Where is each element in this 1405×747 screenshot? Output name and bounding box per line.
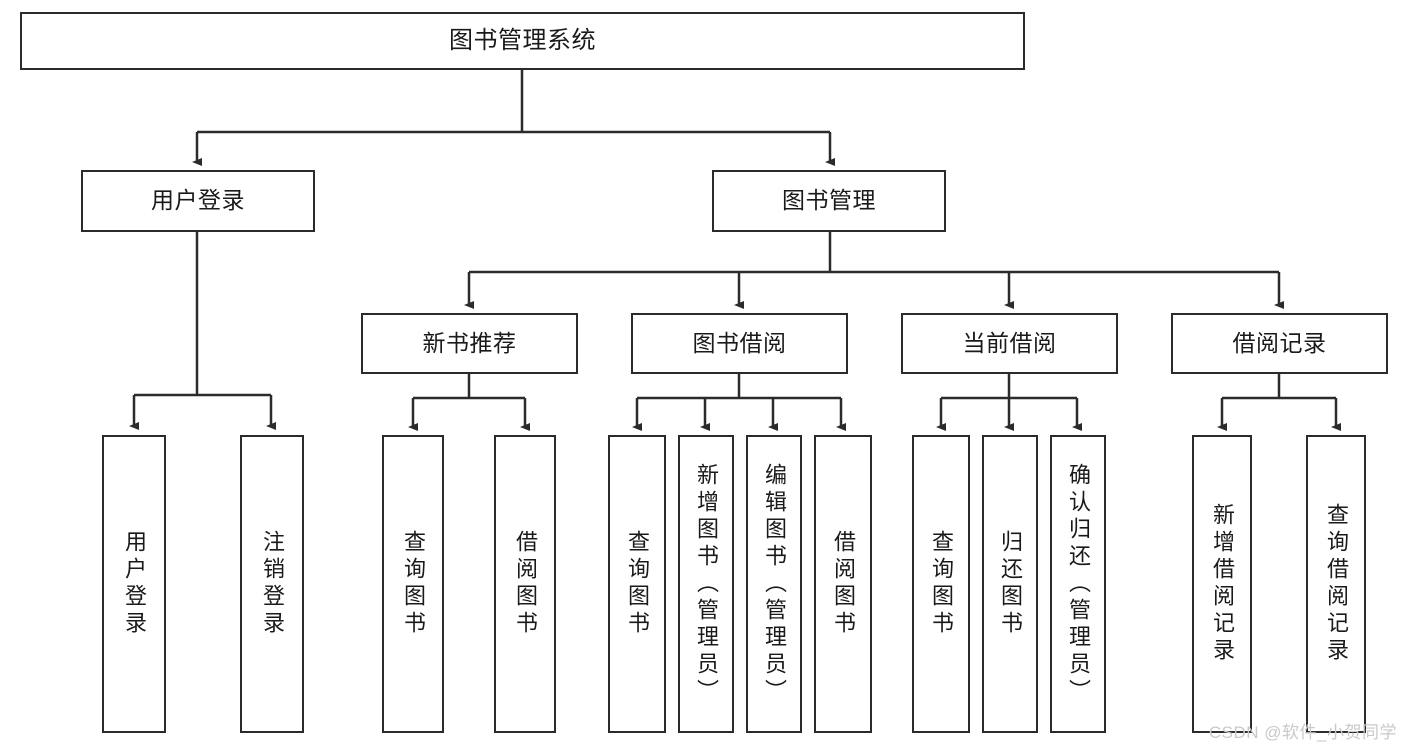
node-leaf-confirm-return[interactable]: 确认归还（管理员） [1050, 435, 1106, 733]
node-leaf-query-book-3[interactable]: 查询图书 [912, 435, 970, 733]
node-borrow-record-label: 借阅记录 [1232, 329, 1327, 356]
node-current-borrow[interactable]: 当前借阅 [901, 313, 1118, 374]
node-leaf-logout-login[interactable]: 注销登录 [240, 435, 304, 733]
node-leaf-query-record-label: 查询借阅记录 [1324, 503, 1349, 665]
node-leaf-borrow-book-2[interactable]: 借阅图书 [814, 435, 872, 733]
node-book-borrow-label: 图书借阅 [692, 329, 787, 356]
node-root-label: 图书管理系统 [449, 26, 596, 54]
node-book-borrow[interactable]: 图书借阅 [631, 313, 848, 374]
node-leaf-borrow-book-2-label: 借阅图书 [831, 530, 856, 638]
node-new-book-recommend[interactable]: 新书推荐 [361, 313, 578, 374]
node-borrow-record[interactable]: 借阅记录 [1171, 313, 1388, 374]
node-leaf-edit-book-label: 编辑图书（管理员） [762, 462, 787, 706]
node-leaf-user-login[interactable]: 用户登录 [102, 435, 166, 733]
node-new-book-recommend-label: 新书推荐 [422, 329, 517, 356]
node-leaf-query-book-1-label: 查询图书 [401, 530, 426, 638]
node-current-borrow-label: 当前借阅 [962, 329, 1057, 356]
node-leaf-query-book-3-label: 查询图书 [929, 530, 954, 638]
node-book-management[interactable]: 图书管理 [712, 170, 946, 232]
node-user-login-label: 用户登录 [151, 187, 245, 214]
node-leaf-confirm-return-label: 确认归还（管理员） [1066, 462, 1091, 706]
node-leaf-query-book-2-label: 查询图书 [625, 530, 650, 638]
node-leaf-logout-login-label: 注销登录 [260, 530, 285, 638]
node-user-login[interactable]: 用户登录 [81, 170, 315, 232]
node-leaf-add-record-label: 新增借阅记录 [1210, 503, 1235, 665]
node-leaf-add-record[interactable]: 新增借阅记录 [1192, 435, 1252, 733]
node-leaf-query-record[interactable]: 查询借阅记录 [1306, 435, 1366, 733]
node-leaf-borrow-book-1-label: 借阅图书 [513, 530, 538, 638]
node-leaf-query-book-2[interactable]: 查询图书 [608, 435, 666, 733]
node-leaf-add-book-label: 新增图书（管理员） [694, 462, 719, 706]
node-leaf-return-book[interactable]: 归还图书 [982, 435, 1038, 733]
node-leaf-user-login-label: 用户登录 [122, 530, 147, 638]
watermark: CSDN @软件_小贺同学 [1208, 723, 1397, 742]
node-leaf-query-book-1[interactable]: 查询图书 [382, 435, 444, 733]
node-leaf-return-book-label: 归还图书 [998, 530, 1023, 638]
node-book-management-label: 图书管理 [782, 187, 876, 214]
node-root[interactable]: 图书管理系统 [20, 12, 1025, 70]
node-leaf-add-book[interactable]: 新增图书（管理员） [678, 435, 734, 733]
node-leaf-edit-book[interactable]: 编辑图书（管理员） [746, 435, 802, 733]
node-leaf-borrow-book-1[interactable]: 借阅图书 [494, 435, 556, 733]
